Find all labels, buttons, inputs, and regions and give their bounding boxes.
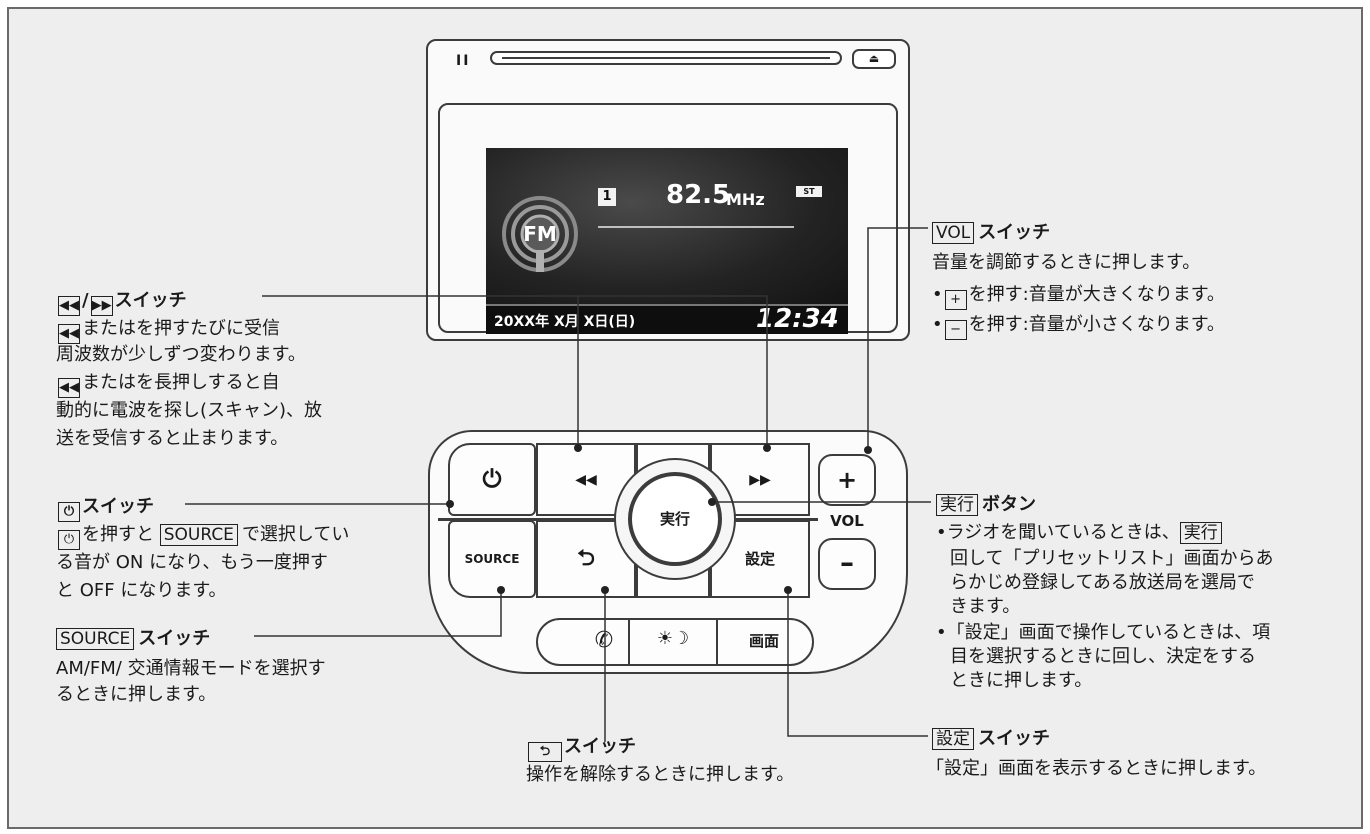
back-desc-1: 操作を解除するときに押します。 xyxy=(526,764,795,785)
vol-desc-1: 音量を調節するときに押します。 xyxy=(932,252,1201,273)
vol-key-ref: VOL xyxy=(932,222,975,244)
back-switch-title: ⮌スイッチ xyxy=(526,732,636,762)
bottom-row-divider xyxy=(628,620,630,664)
enter-key-ref: 実行 xyxy=(936,494,978,516)
volume-up-button[interactable]: + xyxy=(818,454,876,506)
power-desc-2: る音が ON になり、もう一度押す xyxy=(56,552,328,573)
phone-icon[interactable]: ✆ xyxy=(594,628,614,653)
back-arrow-icon: ⮌ xyxy=(577,546,595,571)
power-key-icon: ⏻ xyxy=(58,502,80,522)
volume-down-button[interactable]: – xyxy=(818,538,876,590)
seek-prev-key-icon: ◀◀ xyxy=(58,378,80,398)
skip-desc-4: 動的に電波を探し(スキャン)、放 xyxy=(56,400,323,421)
settings-button[interactable]: 設定 xyxy=(710,520,810,598)
skip-switch-title: ◀◀/▶▶スイッチ xyxy=(56,286,187,316)
seek-prev-key-icon: ◀◀ xyxy=(58,296,80,316)
source-desc-1: AM/FM/ 交通情報モードを選択す xyxy=(56,658,326,679)
fm-band-icon: FM xyxy=(502,196,578,272)
cd-slot xyxy=(490,51,842,65)
seek-prev-icon: ◀◀ xyxy=(575,472,597,488)
enter-desc-5: •「設定」画面で操作しているときは、項 xyxy=(936,622,1271,643)
enter-desc-3: らかじめ登録してある放送局を選局で xyxy=(950,572,1255,593)
stereo-badge: ST xyxy=(796,186,822,197)
seek-next-icon: ▶▶ xyxy=(749,472,771,488)
settings-desc-1: 「設定」画面を表示するときに押します。 xyxy=(926,758,1267,779)
enter-desc-4: きます。 xyxy=(950,596,1021,617)
seek-prev-key-icon: ◀◀ xyxy=(58,324,80,344)
power-desc-3: と OFF になります。 xyxy=(56,580,227,601)
eject-icon: ⏏ xyxy=(868,52,880,65)
enter-button[interactable] xyxy=(628,472,722,566)
enter-button-label: 実行 xyxy=(659,510,690,528)
vol-plus-key-icon: + xyxy=(944,290,967,310)
skip-desc-2: 周波数が少しずつ変わります。 xyxy=(56,344,306,365)
settings-key-ref: 設定 xyxy=(932,728,974,750)
skip-desc-1: ◀◀またはを押すたびに受信 xyxy=(56,316,280,344)
power-switch-title: ⏻スイッチ xyxy=(56,492,154,522)
band-label: FM xyxy=(523,222,557,246)
frequency-value: 82.5 xyxy=(666,180,731,210)
enter-desc-2: 回して「プリセットリスト」画面からあ xyxy=(950,548,1274,569)
enter-button-title: 実行ボタン xyxy=(936,490,1036,516)
bottom-button-row xyxy=(536,618,814,666)
bottom-row-divider xyxy=(716,620,718,664)
source-key-ref: SOURCE xyxy=(159,524,238,546)
enter-key-ref: 実行 xyxy=(1179,522,1222,544)
radio-screen: FM 1 82.5 MHz ST 20XX年 X月 X日(日) 12:34 xyxy=(486,148,848,334)
volume-label: VOL xyxy=(830,512,864,530)
source-button[interactable]: SOURCE xyxy=(448,520,536,598)
back-key-icon: ⮌ xyxy=(528,742,562,762)
skip-desc-3: ◀◀またはを長押しすると自 xyxy=(56,370,280,398)
settings-switch-title: 設定スイッチ xyxy=(932,724,1050,750)
frequency-unit: MHz xyxy=(726,190,765,209)
slot-indicator: II xyxy=(456,53,471,69)
frequency-underline xyxy=(598,226,794,228)
preset-number: 1 xyxy=(598,188,616,206)
skip-desc-5: 送を受信すると止まります。 xyxy=(56,428,289,449)
source-desc-2: るときに押します。 xyxy=(56,684,217,705)
eject-button[interactable]: ⏏ xyxy=(852,49,896,69)
enter-desc-7: ときに押します。 xyxy=(950,670,1093,691)
source-key-ref: SOURCE xyxy=(56,628,135,650)
seek-next-key-icon: ▶▶ xyxy=(90,296,113,316)
enter-desc-6: 目を選択するときに回し、決定をする xyxy=(950,646,1256,667)
power-button[interactable]: ⏻ xyxy=(448,443,536,516)
vol-desc-minus: •−を押す:音量が小さくなります。 xyxy=(932,312,1225,340)
display-button[interactable]: 画面 xyxy=(748,632,779,650)
vol-minus-key-icon: − xyxy=(944,320,967,340)
enter-desc-1: •ラジオを聞いているときは、実行 xyxy=(936,520,1226,546)
power-icon: ⏻ xyxy=(482,465,502,493)
panel-groove-right xyxy=(736,518,818,521)
panel-groove-left xyxy=(438,518,616,521)
power-key-icon: ⏻ xyxy=(58,530,80,550)
date-display: 20XX年 X月 X日(日) xyxy=(494,314,636,330)
vol-desc-plus: •+を押す:音量が大きくなります。 xyxy=(932,282,1225,310)
dimmer-icon[interactable]: ☀☽ xyxy=(656,628,690,649)
clock-display: 12:34 xyxy=(756,304,839,334)
